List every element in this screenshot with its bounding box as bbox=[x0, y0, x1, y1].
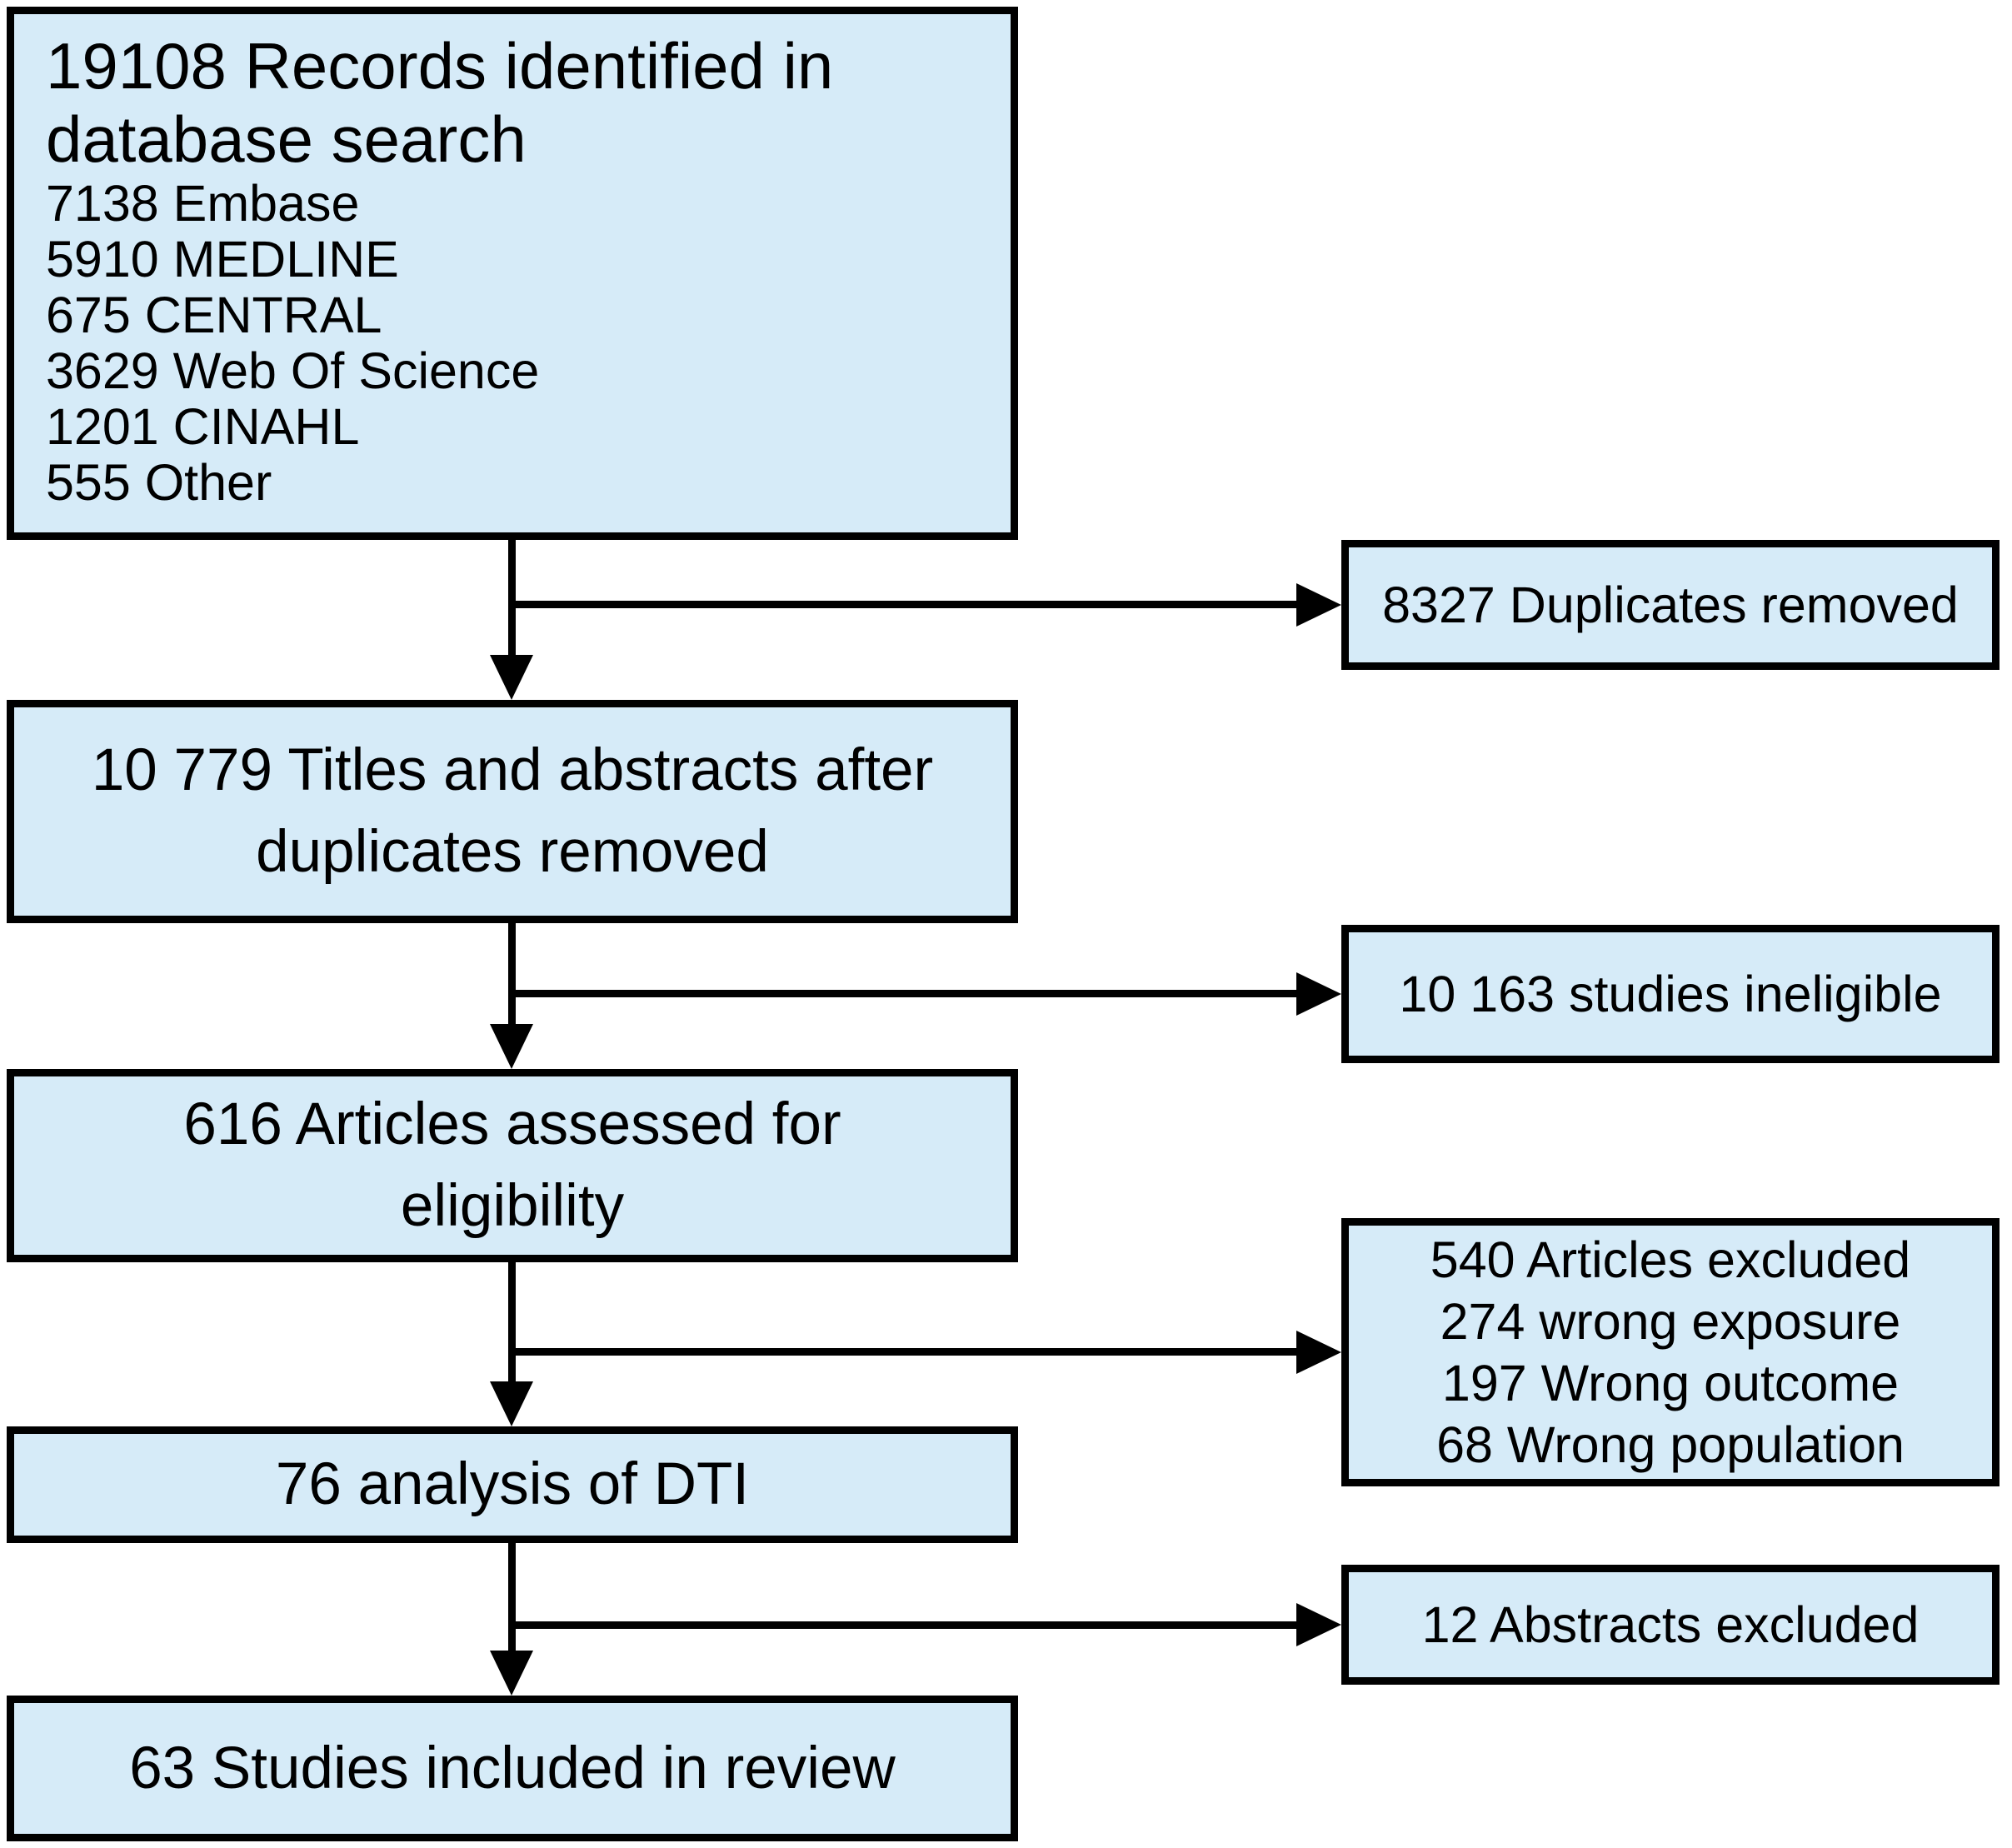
arrowhead-down-icon bbox=[490, 655, 533, 700]
articles-assessed-line-2: eligibility bbox=[400, 1173, 625, 1239]
excluded-wrong-outcome: 197 Wrong outcome bbox=[1441, 1355, 1900, 1411]
records-identified-box: 19108 Records identified in database sea… bbox=[7, 7, 1018, 540]
titles-abstracts-line-1: 10 779 Titles and abstracts after bbox=[91, 737, 934, 803]
arrow-right-to-abstracts-excluded bbox=[512, 1621, 1301, 1629]
dti-analysis-box: 76 analysis of DTI bbox=[7, 1426, 1018, 1543]
excluded-wrong-exposure: 274 wrong exposure bbox=[1440, 1293, 1901, 1350]
arrow-right-to-duplicates-removed bbox=[512, 601, 1301, 608]
arrow-down-dti-to-included bbox=[508, 1543, 516, 1653]
arrow-right-to-articles-excluded bbox=[512, 1348, 1301, 1356]
source-cinahl: 1201 CINAHL bbox=[46, 398, 360, 455]
articles-excluded-total: 540 Articles excluded bbox=[1430, 1231, 1911, 1288]
excluded-wrong-population: 68 Wrong population bbox=[1436, 1416, 1905, 1473]
duplicates-removed-box: 8327 Duplicates removed bbox=[1341, 540, 2000, 670]
arrowhead-down-icon bbox=[490, 1024, 533, 1069]
arrowhead-right-icon bbox=[1296, 1603, 1341, 1646]
records-identified-title-line-1: 19108 Records identified in bbox=[46, 29, 834, 102]
arrow-down-eligibility-to-dti bbox=[508, 1262, 516, 1385]
titles-abstracts-box: 10 779 Titles and abstracts after duplic… bbox=[7, 700, 1018, 923]
dti-analysis-text: 76 analysis of DTI bbox=[275, 1451, 750, 1517]
abstracts-excluded-box: 12 Abstracts excluded bbox=[1341, 1565, 2000, 1685]
arrowhead-right-icon bbox=[1296, 1331, 1341, 1374]
studies-ineligible-text: 10 163 studies ineligible bbox=[1399, 966, 1942, 1022]
source-other: 555 Other bbox=[46, 454, 272, 511]
arrowhead-down-icon bbox=[490, 1651, 533, 1696]
abstracts-excluded-text: 12 Abstracts excluded bbox=[1421, 1596, 1920, 1653]
arrowhead-down-icon bbox=[490, 1381, 533, 1426]
studies-included-box: 63 Studies included in review bbox=[7, 1696, 1018, 1841]
articles-assessed-line-1: 616 Articles assessed for bbox=[183, 1091, 841, 1157]
source-medline: 5910 MEDLINE bbox=[46, 231, 399, 287]
arrow-down-identification-to-screening bbox=[508, 540, 516, 660]
arrowhead-right-icon bbox=[1296, 583, 1341, 627]
source-web-of-science: 3629 Web Of Science bbox=[46, 342, 540, 399]
source-embase: 7138 Embase bbox=[46, 175, 360, 232]
source-central: 675 CENTRAL bbox=[46, 287, 382, 343]
records-identified-title-line-2: database search bbox=[46, 102, 527, 176]
studies-included-text: 63 Studies included in review bbox=[129, 1735, 896, 1801]
articles-excluded-box: 540 Articles excluded 274 wrong exposure… bbox=[1341, 1218, 2000, 1486]
arrow-right-to-studies-ineligible bbox=[512, 990, 1301, 997]
studies-ineligible-box: 10 163 studies ineligible bbox=[1341, 925, 2000, 1063]
arrowhead-right-icon bbox=[1296, 972, 1341, 1016]
duplicates-removed-text: 8327 Duplicates removed bbox=[1382, 577, 1959, 633]
titles-abstracts-line-2: duplicates removed bbox=[256, 819, 769, 885]
arrow-down-screening-to-eligibility bbox=[508, 923, 516, 1026]
articles-assessed-box: 616 Articles assessed for eligibility bbox=[7, 1069, 1018, 1262]
